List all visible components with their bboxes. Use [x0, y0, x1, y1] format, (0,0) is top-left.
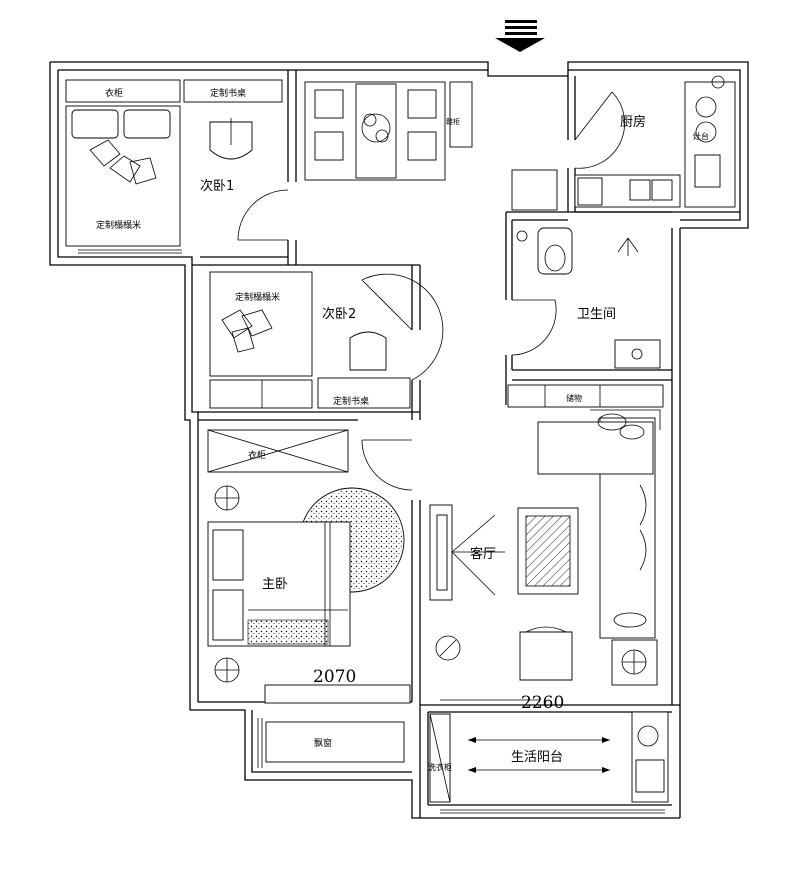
dimension-right: 2260	[521, 693, 564, 713]
outer-walls	[49, 61, 749, 819]
room-label-bedroom-2: 次卧2	[322, 306, 356, 322]
room-label-master: 主卧	[262, 577, 288, 592]
dimension-left: 2070	[313, 667, 356, 687]
room-label-bathroom: 卫生间	[577, 307, 616, 322]
desk-b2-label: 定制书桌	[333, 395, 369, 407]
bed-b1-label: 定制榻榻米	[96, 219, 141, 231]
dining-area: 鞋柜	[304, 81, 473, 181]
dimension-labels: 2070 2260	[313, 667, 564, 713]
living-room: 客厅	[429, 409, 661, 686]
storage-strip: 储物	[507, 384, 664, 408]
master-bedroom: 衣柜 主卧	[207, 429, 405, 683]
storage-label: 储物	[566, 393, 582, 403]
bay-window-label: 飘窗	[314, 737, 332, 749]
bedroom-2: 定制榻榻米 定制书桌 次卧2	[209, 271, 411, 409]
stove-label: 灶台	[693, 131, 709, 141]
kitchen: 灶台 厨房	[511, 75, 736, 211]
balcony: 洗衣柜 生活阳台	[428, 711, 669, 803]
bedroom-1: 衣柜 定制书桌 定制榻榻米 次卧1	[65, 79, 283, 247]
shoe-cabinet-label: 鞋柜	[446, 117, 460, 126]
bay-window: 飘窗	[264, 684, 411, 763]
interior-walls	[78, 70, 740, 818]
doors	[237, 91, 625, 701]
room-label-kitchen: 厨房	[620, 114, 646, 130]
desk-b1-label: 定制书桌	[210, 87, 246, 99]
wardrobe-b1-label: 衣柜	[105, 87, 123, 99]
room-label-bedroom-1: 次卧1	[200, 178, 234, 194]
room-label-balcony: 生活阳台	[511, 750, 563, 765]
room-label-living: 客厅	[470, 546, 496, 562]
tatami-b2-label: 定制榻榻米	[235, 291, 280, 303]
bathroom: 卫生间	[516, 227, 661, 369]
washer-cabinet-label: 洗衣柜	[428, 762, 452, 772]
entrance-arrow-icon	[495, 20, 545, 52]
wardrobe-master-label: 衣柜	[248, 449, 266, 461]
